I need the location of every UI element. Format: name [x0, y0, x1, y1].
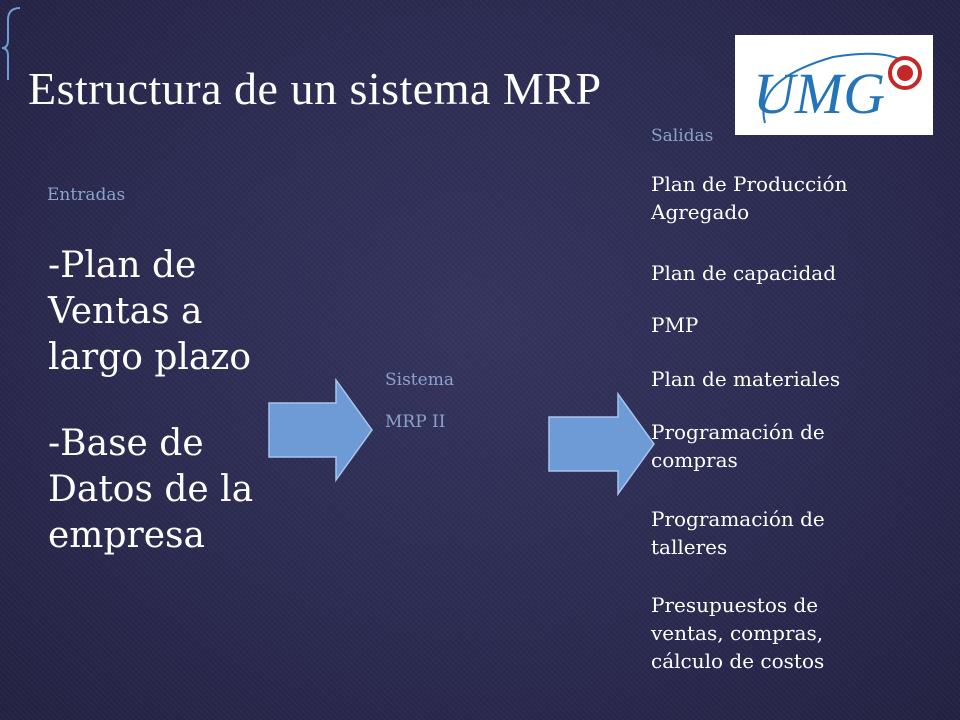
university-seal-logo-icon: UMG: [753, 52, 922, 126]
inputs-label: Entradas: [47, 185, 126, 205]
system-label: Sistema: [385, 370, 454, 390]
output-item: Plan de capacidad: [651, 261, 836, 285]
outputs-label: Salidas: [651, 126, 714, 146]
output-item: Presupuestos de ventas, compras, cálculo…: [651, 593, 825, 673]
umg-logo: UMG: [735, 35, 933, 135]
output-item: Programación de talleres: [651, 507, 825, 559]
input-item: -Base de Datos de la empresa: [48, 423, 254, 556]
output-item: PMP: [651, 313, 699, 337]
output-item: Plan de materiales: [651, 367, 841, 391]
arrow-right-icon: [268, 378, 373, 482]
output-item: Plan de Producción Agregado: [651, 172, 848, 224]
page-title: Estructura de un sistema MRP: [28, 63, 602, 114]
output-item: Programación de compras: [651, 420, 825, 472]
input-item: -Plan de Ventas a largo plazo: [48, 245, 252, 378]
logo-wordmark: UMG: [753, 61, 885, 126]
arrow-right-icon: [548, 392, 655, 496]
system-name: MRP II: [385, 412, 446, 432]
